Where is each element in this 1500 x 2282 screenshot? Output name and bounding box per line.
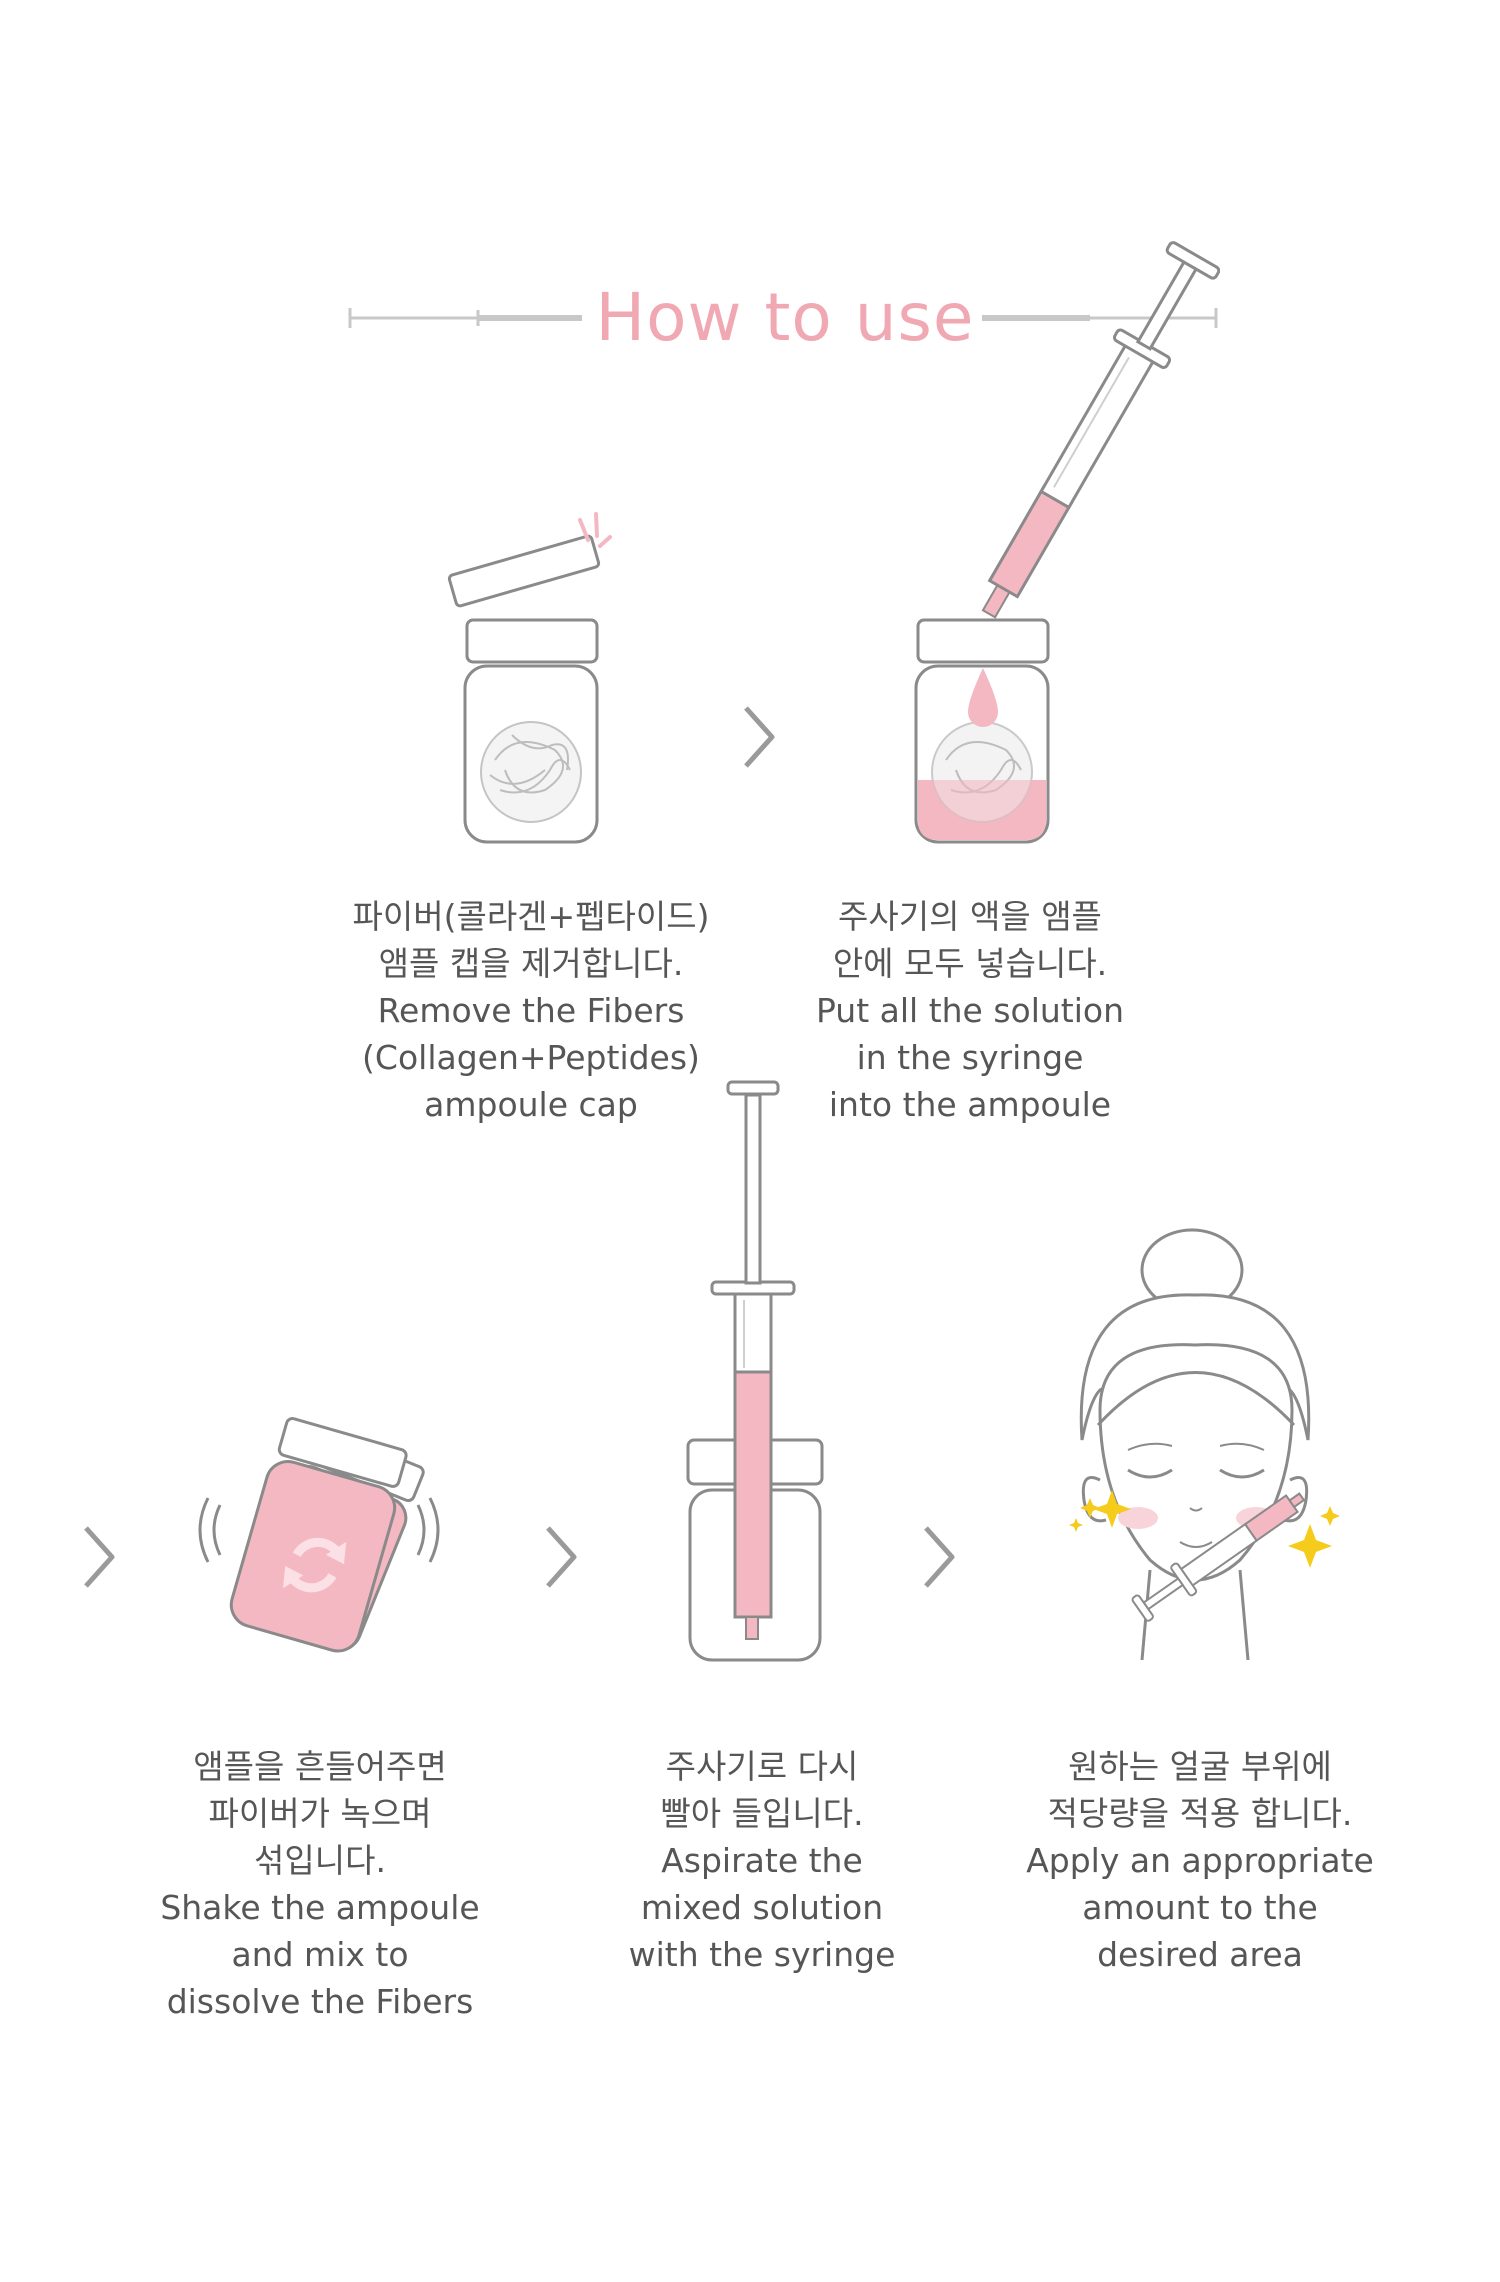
chevron-right-icon [744, 706, 775, 768]
chevron-right-icon [84, 1526, 115, 1588]
shaking-ampoule-icon [198, 1417, 440, 1653]
cap-off-ampoule-icon [447, 512, 612, 844]
syringe-aspirate-icon [686, 1080, 824, 1662]
page-title: How to use [595, 279, 975, 356]
step-3-caption: 앰플을 흔들어주면 파이버가 녹으며 섞입니다. Shake the ampou… [160, 1747, 480, 2021]
step-5-caption: 원하는 얼굴 부위에 적당량을 적용 합니다. Apply an appropr… [1026, 1747, 1374, 1974]
step-1-caption: 파이버(콜라겐+펩타이드) 앰플 캡을 제거합니다. Remove the Fi… [352, 897, 710, 1124]
face-apply-icon [1069, 1228, 1340, 1661]
chevron-right-icon [546, 1526, 577, 1588]
syringe-into-ampoule-icon [914, 241, 1220, 844]
chevron-right-icon [924, 1526, 955, 1588]
step-2-caption: 주사기의 액을 앰플 안에 모두 넣습니다. Put all the solut… [815, 897, 1125, 1124]
step-4-caption: 주사기로 다시 빨아 들입니다. Aspirate the mixed solu… [628, 1747, 896, 1974]
